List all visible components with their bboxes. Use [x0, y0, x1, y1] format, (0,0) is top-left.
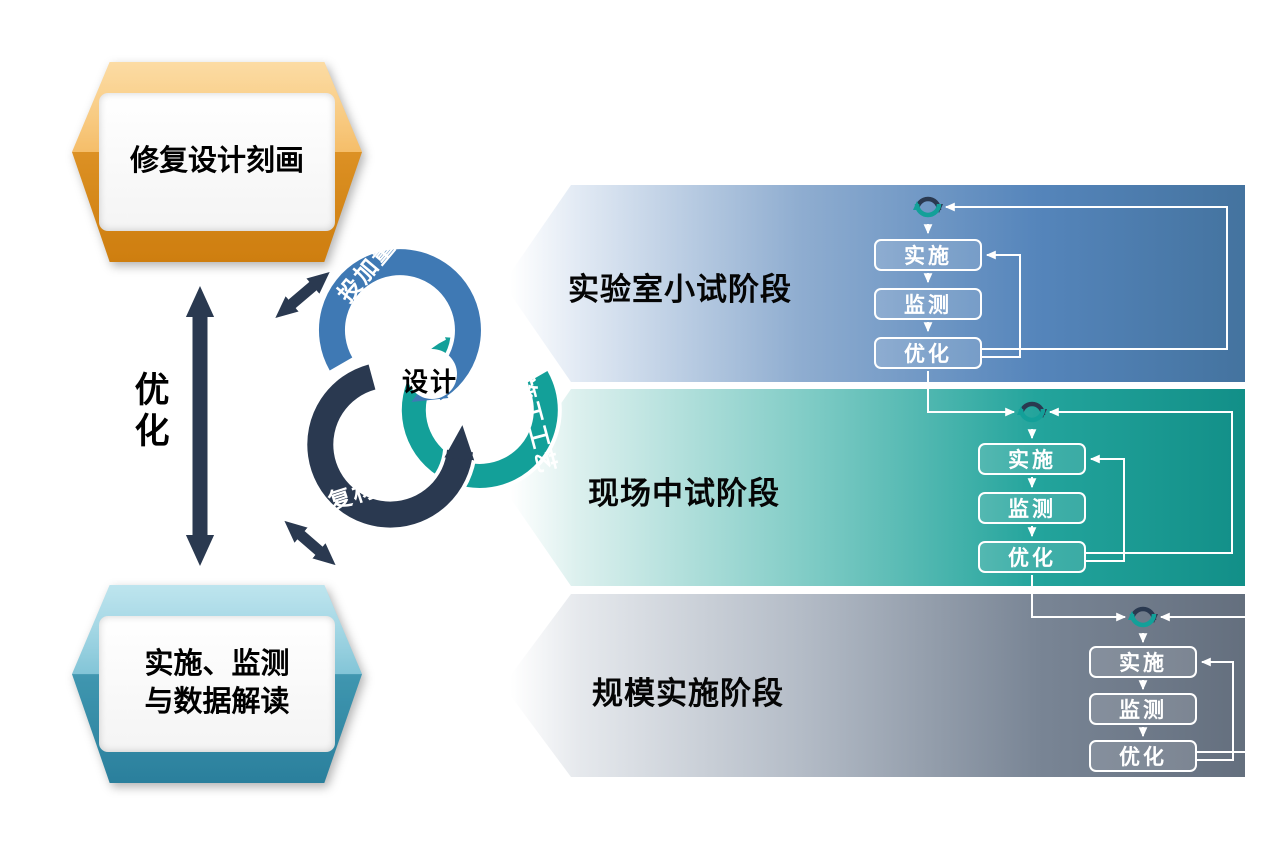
optimize-label: 优 化: [127, 370, 177, 453]
stage-title-scale: 规模实施阶段: [592, 676, 784, 711]
implementation-box-line1: 实施、监测: [144, 648, 290, 681]
optimize-char-2: 化: [134, 412, 170, 452]
step-box-implement: 实施: [874, 239, 982, 271]
step-box-monitor: 监测: [978, 492, 1086, 524]
step-box-optimize: 优化: [978, 541, 1086, 573]
step-box-monitor: 监测: [874, 288, 982, 320]
implementation-box-line2: 与数据解读: [144, 686, 290, 718]
step-box-implement: 实施: [978, 443, 1086, 475]
diagonal-double-arrow-top: [275, 271, 330, 319]
diagonal-double-arrow-bottom: [284, 520, 336, 566]
optimize-char-1: 优: [134, 371, 170, 410]
step-box-monitor: 监测: [1089, 693, 1197, 725]
stage-band-scale: [503, 594, 1245, 777]
cycle-center-label: 设计: [401, 367, 458, 397]
stage-title-pilot: 现场中试阶段: [588, 476, 780, 511]
design-box-label: 修复设计刻画: [99, 93, 335, 231]
design-box: 修复设计刻画: [72, 62, 362, 262]
step-box-implement: 实施: [1089, 646, 1197, 678]
step-box-optimize: 优化: [874, 337, 982, 369]
arc-label-materials: 修复材料: [301, 467, 405, 523]
stage-title-lab: 实验室小试阶段: [568, 272, 792, 307]
implementation-box: 实施、监测 与数据解读: [72, 585, 362, 783]
step-box-optimize: 优化: [1089, 740, 1197, 772]
implementation-box-label: 实施、监测 与数据解读: [99, 616, 335, 752]
